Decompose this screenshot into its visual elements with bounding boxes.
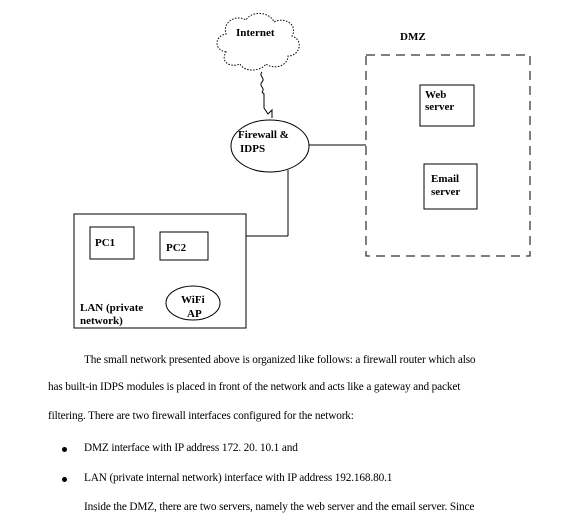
lan-label-2: network) [80,315,123,327]
email-server-label-2: server [431,186,460,198]
wifi-label-2: AP [187,308,202,320]
paragraph-1-line-3: filtering. There are two firewall interf… [48,410,354,422]
pc2-box [159,231,209,261]
lan-label-1: LAN (private [80,302,143,314]
paragraph-1-line-2: has built-in IDPS modules is placed in f… [48,381,461,393]
web-server-label-1: Web [425,89,446,101]
internet-cloud [216,13,300,71]
email-server-label-1: Email [431,173,459,185]
network-diagram: Internet Firewall & IDPS DMZ Web server … [73,13,531,329]
email-server-box [423,163,478,210]
bullet-1-dot [62,447,67,452]
firewall-node [230,119,310,173]
dmz-label: DMZ [400,31,426,43]
paragraph-2-line-1: Inside the DMZ, there are two servers, n… [84,501,475,513]
pc1-label: PC1 [95,237,115,249]
bullet-2-dot [62,477,67,482]
wifi-label-1: WiFi [181,294,205,306]
paragraph-1-line-1: The small network presented above is org… [84,354,476,366]
lan-zone [73,213,247,329]
bullet-2-text: LAN (private internal network) interface… [84,472,393,484]
dmz-zone [365,54,531,257]
web-server-box [419,84,475,127]
internet-label: Internet [236,27,275,39]
pc2-label: PC2 [166,242,187,254]
web-server-label-2: server [425,101,454,113]
pc1-box [89,226,135,260]
wifi-ap-node [165,285,221,321]
internet-link [260,71,273,118]
firewall-label-2: IDPS [240,143,265,155]
firewall-label-1: Firewall & [238,129,289,141]
bullet-1-text: DMZ interface with IP address 172. 20. 1… [84,442,298,454]
